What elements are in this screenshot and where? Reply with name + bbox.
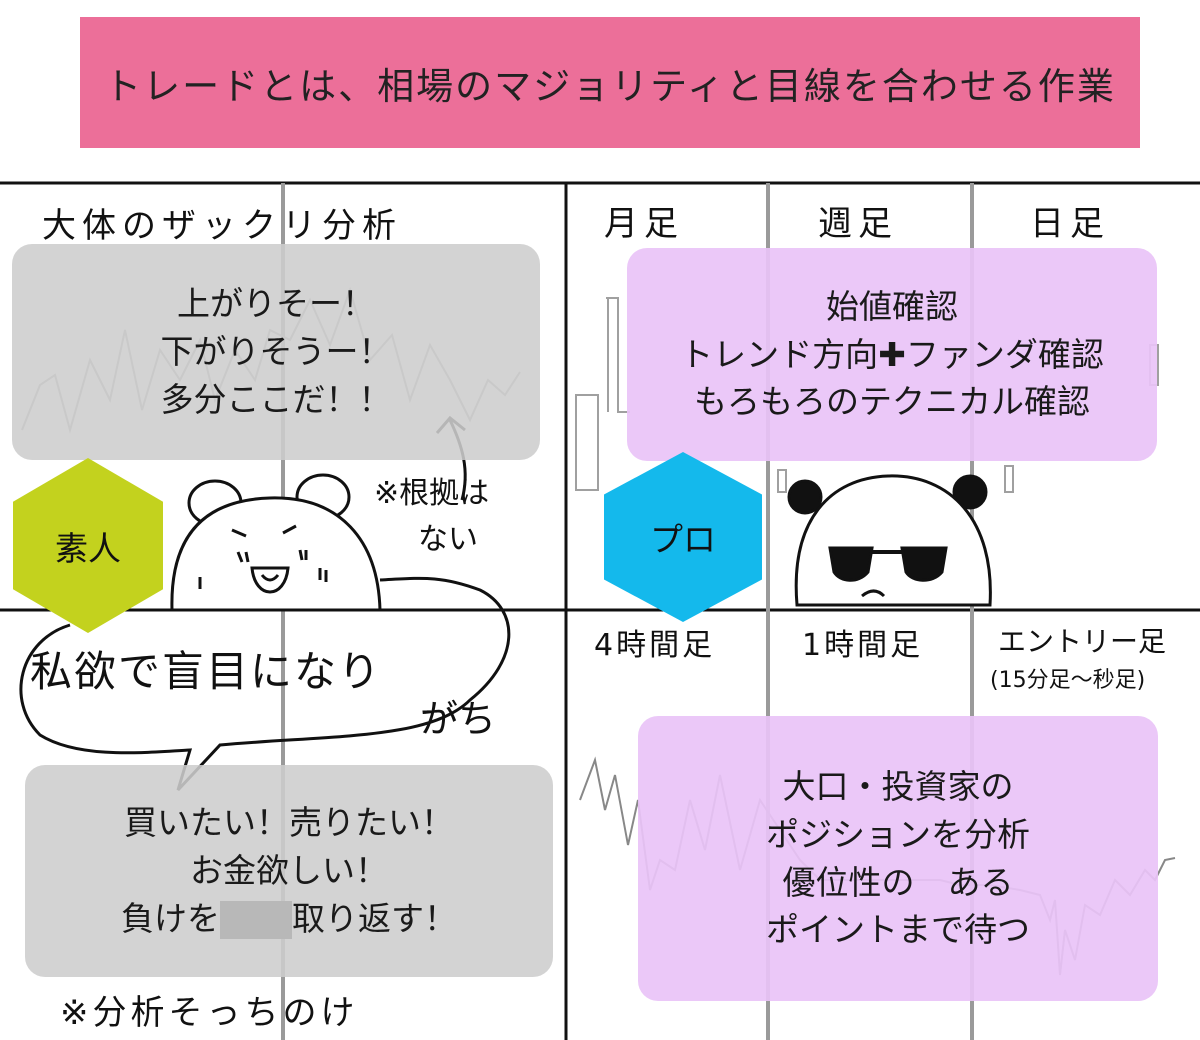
timeframe-1h: 1時間足 — [802, 628, 924, 663]
wait-line-1: 大口・投資家の — [782, 766, 1014, 806]
pro-line-3: もろもろのテクニカル確認 — [694, 382, 1090, 422]
emotion-line-3: 負けを 取り返す！ — [121, 895, 457, 943]
amateur-emotion-box: 買いたい！売りたい！ お金欲しい！ 負けを 取り返す！ — [25, 765, 553, 977]
emotion-line-1: 買いたい！売りたい！ — [124, 803, 454, 843]
bubble-text-1: 私欲で盲目になり — [30, 647, 383, 696]
pro-analysis-box: 始値確認 トレンド方向✚ファンダ確認 もろもろのテクニカル確認 — [627, 248, 1157, 461]
wait-line-4: ポイントまで待つ — [766, 910, 1030, 950]
pro-line-2: トレンド方向✚ファンダ確認 — [680, 334, 1104, 374]
pro-wait-box: 大口・投資家の ポジションを分析 優位性の ある ポイントまで待つ — [638, 716, 1158, 1001]
amateur-line-3: 多分ここだ！！ — [160, 379, 392, 419]
panda-illustration — [787, 474, 992, 607]
title-banner: トレードとは、相場のマジョリティと目線を合わせる作業 — [80, 17, 1140, 148]
amateur-line-1: 上がりそー！ — [177, 284, 375, 324]
timeframe-weekly: 週足 — [818, 204, 898, 244]
blur-patch — [220, 901, 292, 940]
amateur-analysis-box: 上がりそー！ 下がりそうー！ 多分ここだ！！ — [12, 244, 540, 460]
timeframe-daily: 日足 — [1030, 204, 1110, 244]
timeframe-entry: エントリー足 — [998, 625, 1167, 658]
top-left-heading: 大体のザックリ分析 — [42, 206, 402, 246]
banner-text: トレードとは、相場のマジョリティと目線を合わせる作業 — [104, 64, 1116, 108]
pro-line-1: 始値確認 — [826, 286, 958, 326]
footnote-ignore-analysis: ※分析そっちのけ — [60, 993, 359, 1033]
timeframe-monthly: 月足 — [604, 204, 684, 244]
note-no-basis-2: ない — [418, 522, 478, 557]
timeframe-4h: 4時間足 — [594, 628, 716, 663]
bubble-text-2: がち — [420, 697, 497, 741]
wait-line-3: 優位性の ある — [782, 862, 1014, 902]
emotion-line-3-b: 取り返す！ — [292, 898, 457, 938]
amateur-line-2: 下がりそうー！ — [160, 332, 392, 372]
pro-badge-label: プロ — [650, 520, 716, 559]
emotion-line-2: お金欲しい！ — [190, 851, 388, 891]
wait-line-2: ポジションを分析 — [766, 814, 1030, 854]
note-no-basis: ※根拠は — [374, 476, 490, 511]
emotion-line-3-a: 負けを — [121, 898, 220, 938]
timeframe-entry-note: (15分足〜秒足) — [990, 668, 1146, 693]
amateur-badge-label: 素人 — [55, 528, 121, 568]
bear-illustration — [170, 473, 382, 612]
speech-bubble-outline — [19, 576, 511, 792]
